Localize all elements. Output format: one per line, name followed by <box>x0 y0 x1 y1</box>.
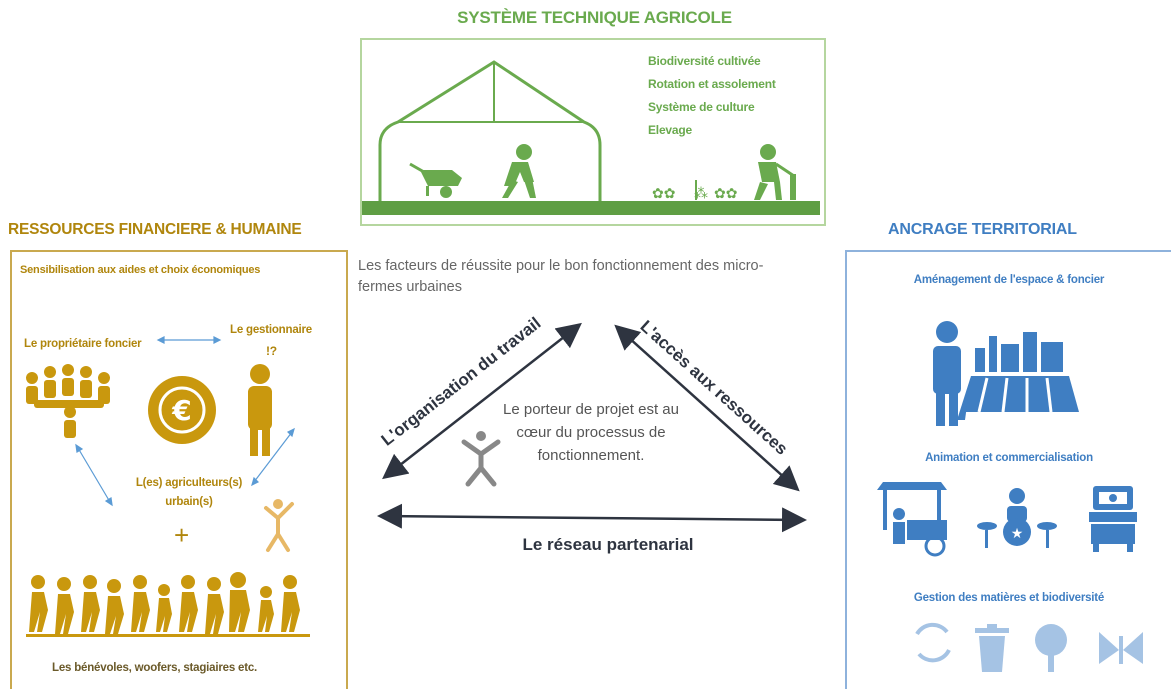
sprinkler-icon: ⁂ <box>694 186 708 202</box>
work-org-arrow <box>382 322 582 480</box>
farmers-label: L(es) agriculteurs(s) urbain(s) <box>135 477 243 508</box>
worker-icon <box>502 144 536 198</box>
right-section1-label: Aménagement de l'espace & foncier <box>913 274 1105 286</box>
field-furrows <box>977 377 1053 413</box>
owner-label: Le propriétaire foncier <box>24 338 142 350</box>
project-leader-icon <box>461 431 501 487</box>
plants-icon: ✿✿ <box>652 186 675 202</box>
left-subtitle: Sensibilisation aux aides et choix écono… <box>20 264 261 276</box>
resources-access-arrow <box>614 324 800 492</box>
svg-text:€: € <box>171 394 191 427</box>
top-section-title: SYSTÈME TECHNIQUE AGRICOLE <box>457 8 732 27</box>
manager-person-icon <box>248 364 272 456</box>
meeting-group-icon <box>26 364 110 438</box>
land-planning-icon <box>933 321 1079 426</box>
butterfly-icon <box>1099 632 1143 664</box>
gardener-icon <box>754 144 796 200</box>
plants-icon-2: ✿✿ <box>714 186 737 202</box>
left-section-title: RESSOURCES FINANCIERE & HUMAINE <box>8 221 302 238</box>
manager-mark: !? <box>266 344 277 358</box>
top-item-1: Biodiversité cultivée <box>648 54 761 68</box>
trash-bin-icon <box>975 624 1009 672</box>
network-arrow <box>377 503 807 533</box>
market-stall-icon <box>1089 486 1137 552</box>
left-illustrations: € <box>26 336 310 637</box>
owner-manager-arrow <box>156 336 222 344</box>
manager-label: Le gestionnaire <box>230 324 312 336</box>
drummer-icon: ★ <box>977 488 1057 548</box>
network-label: Le réseau partenarial <box>522 535 694 554</box>
manager-farmer-arrow <box>251 427 295 487</box>
euro-coin-icon: € <box>148 376 216 444</box>
core-text: Le porteur de projet est au cœur du proc… <box>503 401 679 464</box>
right-section3-label: Gestion des matières et biodiversité <box>913 592 1105 604</box>
svg-text:★: ★ <box>1011 526 1024 542</box>
right-illustrations: ★ <box>877 321 1143 672</box>
owner-farmer-arrow <box>75 443 113 507</box>
right-section-title: ANCRAGE TERRITORIAL <box>888 221 1077 238</box>
farmer-jumping-icon <box>264 499 294 552</box>
food-cart-icon <box>877 482 947 557</box>
factors-text: Les facteurs de réussite pour le bon fon… <box>358 258 764 295</box>
top-item-3: Système de culture <box>648 100 755 114</box>
top-item-4: Elevage <box>648 123 692 137</box>
right-section-box: Aménagement de l'espace & foncier Animat… <box>845 250 1171 689</box>
left-section-box: Sensibilisation aux aides et choix écono… <box>10 250 348 689</box>
top-section-box: ✿✿ ⁂ ✿✿ Biodiversité cultivée Rotation e… <box>360 38 826 226</box>
top-item-2: Rotation et assolement <box>648 77 776 91</box>
tree-icon <box>1035 624 1067 672</box>
right-section2-label: Animation et commercialisation <box>925 452 1093 464</box>
greenhouse-illustration: ✿✿ ⁂ ✿✿ <box>362 60 820 215</box>
plus-sign: + <box>174 520 190 550</box>
center-arrows <box>377 322 807 533</box>
wheelbarrow-icon <box>409 162 462 198</box>
recycling-icon <box>915 622 951 663</box>
volunteers-label: Les bénévoles, woofers, stagiaires etc. <box>52 662 258 674</box>
walking-crowd-icon <box>26 572 310 637</box>
